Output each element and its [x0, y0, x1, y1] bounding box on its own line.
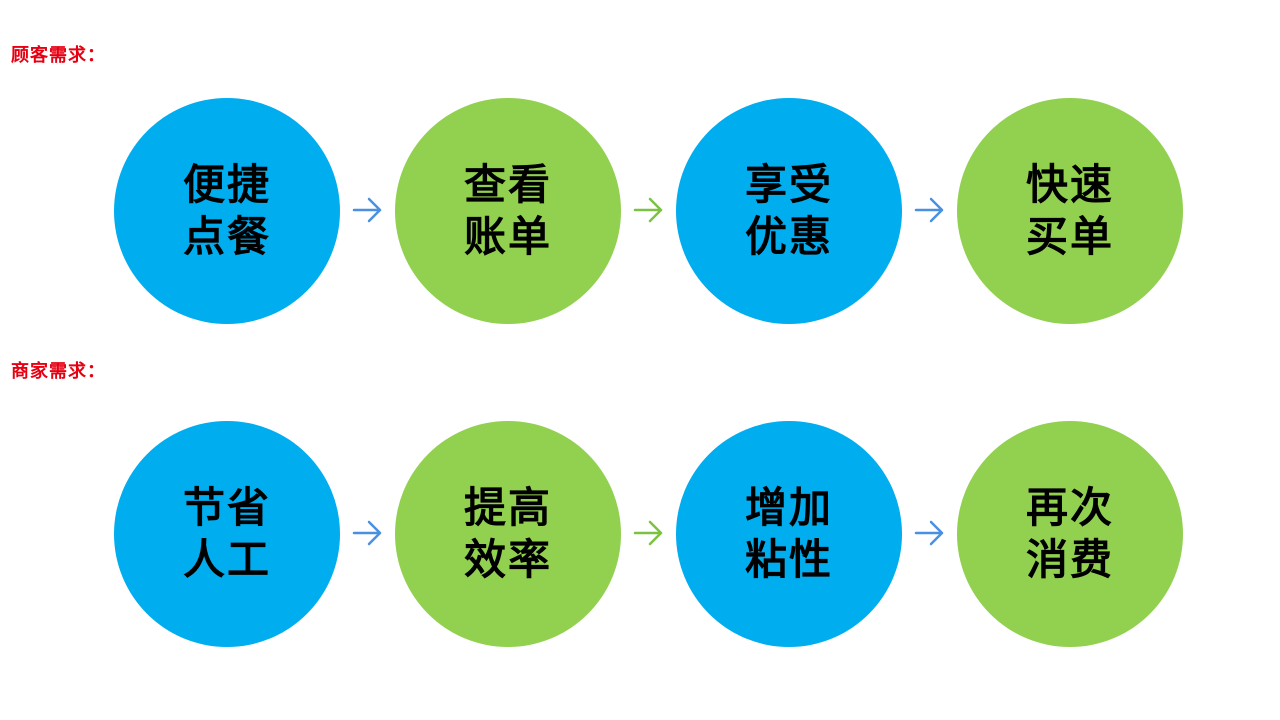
merchant-needs-title: 商家需求： [11, 361, 106, 382]
customer-step-1: 便捷 点餐 [114, 98, 340, 324]
customer-flow: 便捷 点餐 查看 账单 享受 优惠 快速 买单 [0, 98, 1280, 328]
step-label-line2: 账单 [463, 212, 552, 261]
step-label-line2: 粘性 [744, 535, 833, 584]
merchant-flow: 节省 人工 提高 效率 增加 粘性 再次 消费 [0, 421, 1280, 651]
merchant-step-3: 增加 粘性 [676, 421, 902, 647]
arrow-right-icon [633, 520, 663, 546]
step-label-line2: 人工 [182, 535, 271, 584]
customer-step-2: 查看 账单 [395, 98, 621, 324]
customer-needs-title: 顾客需求： [11, 45, 106, 66]
arrow-right-icon [914, 520, 944, 546]
merchant-step-4: 再次 消费 [957, 421, 1183, 647]
merchant-step-2: 提高 效率 [395, 421, 621, 647]
step-label-line2: 买单 [1025, 212, 1114, 261]
customer-step-3: 享受 优惠 [676, 98, 902, 324]
customer-step-4: 快速 买单 [957, 98, 1183, 324]
step-label-line1: 再次 [1025, 483, 1114, 532]
step-label-line1: 增加 [744, 483, 833, 532]
arrow-right-icon [352, 520, 382, 546]
step-label-line1: 提高 [463, 483, 552, 532]
step-label-line2: 优惠 [744, 212, 833, 261]
step-label-line2: 消费 [1025, 535, 1114, 584]
step-label-line2: 效率 [463, 535, 552, 584]
step-label-line1: 节省 [182, 483, 271, 532]
step-label-line1: 便捷 [182, 160, 271, 209]
arrow-right-icon [352, 197, 382, 223]
step-label-line1: 快速 [1025, 160, 1114, 209]
merchant-step-1: 节省 人工 [114, 421, 340, 647]
step-label-line1: 查看 [463, 160, 552, 209]
arrow-right-icon [633, 197, 663, 223]
step-label-line1: 享受 [744, 160, 833, 209]
step-label-line2: 点餐 [182, 212, 271, 261]
arrow-right-icon [914, 197, 944, 223]
